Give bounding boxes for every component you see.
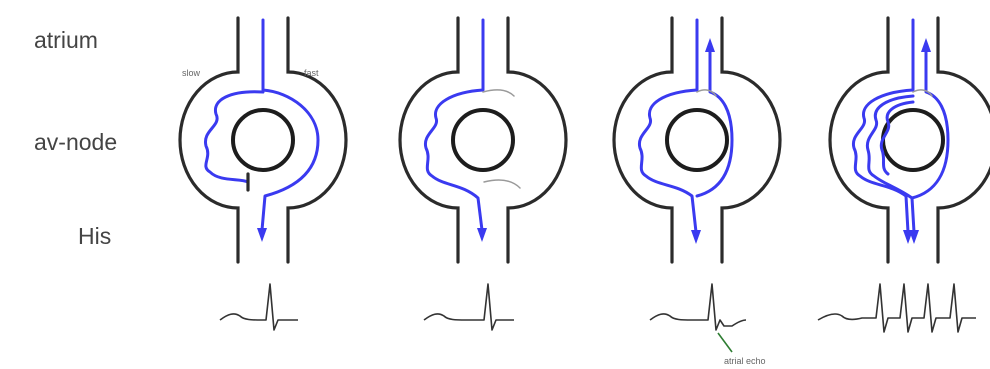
label-his: His (78, 223, 111, 249)
panel-1-ecg (220, 284, 298, 330)
panel-3-ecg (650, 284, 746, 330)
panel-2-conduction (425, 20, 520, 242)
label-slow: slow (182, 68, 201, 78)
panel-2 (400, 18, 566, 330)
panel-1: slow fast (180, 18, 346, 330)
panel-4 (818, 18, 990, 332)
panel-2-arrow (477, 228, 487, 242)
label-atrial-echo: atrial echo (724, 356, 766, 366)
panel-2-blocked-fast-bottom (484, 180, 520, 188)
panel-3-down-arrow (691, 230, 701, 244)
label-fast: fast (304, 68, 319, 78)
panel-4-ecg (818, 284, 976, 332)
panel-4-av-node (883, 110, 943, 170)
label-atrium: atrium (34, 27, 98, 53)
panel-2-blocked-fast-top (483, 90, 514, 96)
panel-4-conduction (853, 20, 948, 244)
label-av-node: av-node (34, 129, 117, 155)
panel-3-av-node (667, 110, 727, 170)
panel-3-up-arrow (705, 38, 715, 52)
panel-1-conduction (205, 20, 318, 242)
panel-3: atrial echo (614, 18, 780, 366)
panel-2-main-path (425, 20, 483, 230)
panel-3-blocked-top (697, 90, 716, 96)
panel-1-av-node (233, 110, 293, 170)
panel-4-up-arrow (921, 38, 931, 52)
panel-1-arrow (257, 228, 267, 242)
panel-3-conduction (639, 20, 732, 244)
panel-4-blocked-top (913, 90, 932, 96)
panel-2-ecg (424, 284, 514, 330)
panel-3-slow-path (639, 20, 697, 232)
panel-2-av-node (453, 110, 513, 170)
atrial-echo-pointer (718, 333, 732, 352)
